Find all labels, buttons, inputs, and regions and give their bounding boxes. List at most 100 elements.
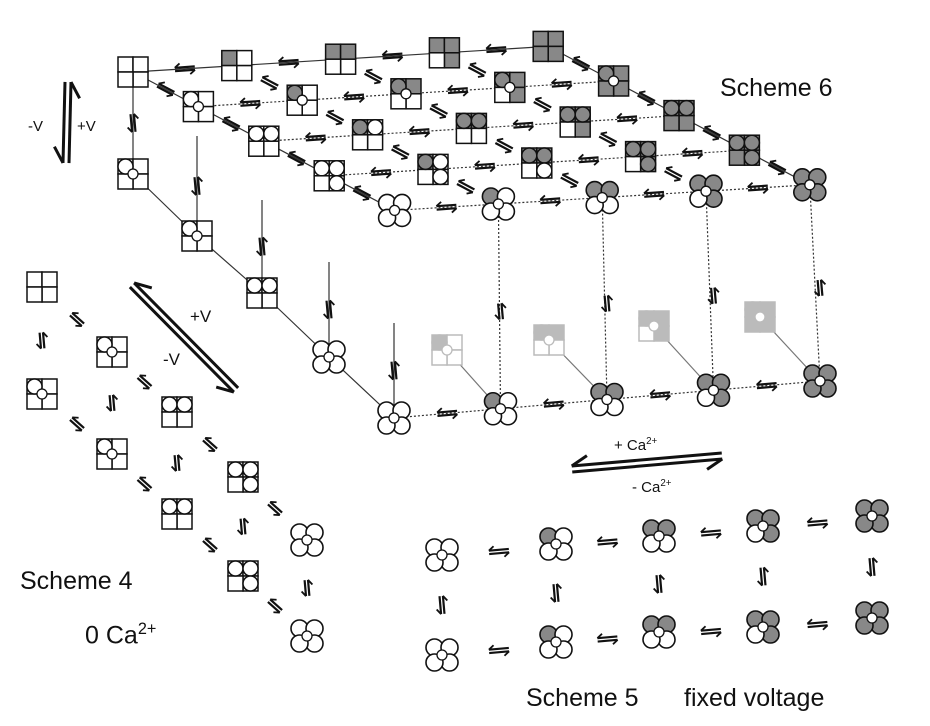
forward-head [297, 163, 304, 167]
forward-head [822, 523, 829, 529]
equilibrium-arrow-icon [391, 144, 410, 160]
forward-arrow [382, 55, 403, 60]
connector-line [340, 52, 445, 60]
forward-head [462, 90, 469, 97]
equilibrium-arrow-icon [866, 557, 878, 577]
forward-head [243, 517, 250, 524]
equilibrium-arrow-icon [456, 178, 475, 195]
equilibrium-arrow-icon [435, 201, 458, 214]
transition-arrows [35, 43, 878, 657]
backward-head [488, 545, 495, 552]
pore-circle [757, 621, 769, 633]
square-subunit-icon [227, 461, 259, 493]
circle-subunit-icon [585, 180, 620, 215]
square-subunit-icon [221, 49, 253, 82]
equilibrium-arrow-icon [352, 185, 372, 201]
pore-circle [700, 185, 712, 197]
subunit-square [728, 149, 746, 166]
backward-arrow [469, 63, 487, 74]
equilibrium-arrow-icon [156, 81, 175, 98]
forward-head [335, 122, 343, 126]
forward-arrow [701, 631, 722, 636]
forward-head [822, 624, 829, 631]
equilibrium-arrow-icon [747, 182, 769, 194]
forward-head [673, 178, 681, 182]
forward-head [543, 109, 550, 113]
scheme-6-label: Scheme 6 [720, 74, 833, 102]
equilibrium-arrow-icon [756, 379, 778, 392]
connector-line [471, 121, 576, 129]
subunit-square [428, 37, 446, 54]
connector-line [809, 184, 821, 382]
backward-arrow [807, 519, 828, 524]
forward-head [400, 156, 408, 160]
plus-ca-label: + Ca2+ [614, 436, 658, 454]
forward-head [566, 84, 573, 91]
equilibrium-arrow-icon [300, 579, 314, 597]
backward-head [535, 96, 542, 100]
pore-circle [804, 179, 816, 191]
forward-arrow [409, 131, 430, 136]
forward-head [555, 201, 562, 207]
subunit-square [227, 575, 244, 592]
forward-arrow [713, 287, 717, 304]
subunit-square [559, 121, 576, 138]
backward-arrow [305, 134, 326, 139]
square-subunit-icon [521, 147, 553, 179]
pore-circle [550, 636, 562, 648]
equilibrium-arrow-icon [447, 84, 469, 97]
subunit-square [532, 30, 549, 48]
backward-arrow [816, 279, 821, 297]
forward-head [763, 566, 769, 573]
scheme-4-label: Scheme 4 [20, 567, 133, 595]
backward-head [431, 103, 439, 107]
pore-circle [494, 403, 507, 415]
backward-arrow [488, 547, 509, 552]
activated-subunit [227, 560, 244, 577]
activated-subunit [455, 112, 473, 130]
forward-head [762, 188, 769, 194]
pore-circle [323, 351, 335, 363]
backward-head [757, 580, 763, 587]
subunit-square [236, 64, 253, 82]
backward-head [392, 144, 400, 148]
forward-arrow [578, 159, 599, 164]
connector-line [500, 398, 608, 410]
forward-head [394, 360, 400, 367]
equilibrium-arrow-icon [260, 75, 279, 91]
backward-arrow [261, 76, 279, 87]
equilibrium-arrow-icon [700, 527, 722, 539]
equilibrium-arrow-icon [512, 119, 535, 132]
circle-subunit-icon [803, 364, 837, 398]
backward-head [596, 536, 603, 542]
forward-head [69, 81, 81, 99]
backward-arrow [240, 99, 261, 104]
circle-subunit-icon [689, 174, 723, 208]
subunit-square [26, 286, 43, 303]
activated-subunit [248, 125, 265, 142]
subunit-square [132, 56, 149, 73]
backward-head [485, 43, 492, 50]
equilibrium-arrow-icon [488, 644, 510, 657]
voltage-vertical-arrow [53, 81, 81, 164]
backward-arrow [700, 529, 721, 534]
backward-arrow [682, 149, 703, 154]
square-subunit-icon [532, 30, 564, 63]
subunit-square [221, 49, 238, 67]
forward-arrow [658, 574, 663, 593]
forward-head [872, 557, 878, 564]
minus-v-label: -V [28, 118, 43, 135]
connector-line [509, 80, 614, 88]
forward-arrow [41, 332, 46, 349]
forward-head [777, 172, 785, 176]
forward-head [631, 119, 638, 125]
subunit-square [470, 127, 488, 145]
backward-head [806, 618, 813, 625]
activated-subunit [351, 119, 369, 136]
channel-state-icons [26, 30, 889, 672]
equilibrium-arrow-icon [643, 188, 665, 201]
equilibrium-arrow-icon [577, 153, 600, 166]
square-subunit-icon [117, 158, 149, 190]
forward-arrow [441, 595, 446, 614]
